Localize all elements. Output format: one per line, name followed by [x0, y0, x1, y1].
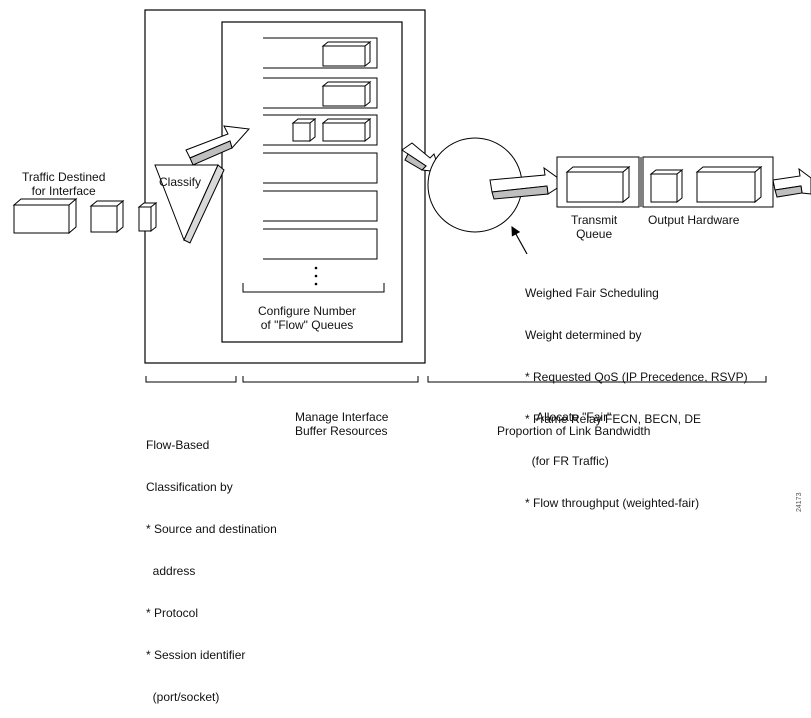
section-brackets: [145, 376, 767, 383]
transmit-queue-label: Transmit Queue: [571, 213, 617, 241]
wfs-line-4: * Frame Relay FECN, BECN, DE: [525, 412, 702, 426]
wfq-diagram: [12, 9, 811, 383]
configure-label-line-2: of "Flow" Queues: [260, 318, 354, 332]
queue-to-scheduler-arrow: [401, 142, 441, 173]
more-queues-dots: [314, 266, 318, 286]
wfs-line-2: Weight determined by: [525, 328, 642, 342]
allocate-line-2: Proportion of Link Bandwidth: [497, 424, 651, 438]
classify-label: Classify: [159, 175, 202, 189]
flow-based-line-7: (port/socket): [146, 690, 220, 704]
classify-triangle: [154, 164, 225, 244]
figure-id: 24173: [796, 492, 803, 512]
flow-based-line-3: * Source and destination: [146, 522, 277, 536]
configure-label: Configure Number of "Flow" Queues: [258, 304, 356, 332]
transmit-queue-label-line-2: Queue: [576, 227, 613, 241]
incoming-packets: [12, 197, 158, 235]
transmit-queue-label-line-1: Transmit: [571, 213, 618, 227]
scheduler-to-transmit-arrow: [489, 166, 566, 200]
manage-line-2: Buffer Resources: [295, 424, 388, 438]
scheduler-pointer-arrow: [511, 225, 528, 255]
flow-based-line-5: * Protocol: [146, 606, 199, 620]
flow-based-line-1: Flow-Based: [146, 438, 210, 452]
flow-based-line-4: address: [146, 564, 196, 578]
wfs-line-5: (for FR Traffic): [525, 454, 609, 468]
wfs-line-6: * Flow throughput (weighted-fair): [525, 496, 700, 510]
traffic-label: Traffic Destined for Interface: [22, 170, 105, 198]
queues-bracket: [242, 283, 385, 293]
traffic-label-line-1: Traffic Destined: [22, 170, 106, 184]
queued-packets: [291, 40, 372, 143]
wfs-line-1: Weighed Fair Scheduling: [525, 286, 659, 300]
wfs-line-3: * Requested QoS (IP Precedence, RSVP): [525, 370, 748, 384]
flow-based-line-6: * Session identifier: [146, 648, 246, 662]
output-hardware-label: Output Hardware: [648, 213, 740, 227]
manage-description: Manage Interface Buffer Resources: [295, 410, 388, 438]
flow-based-line-2: Classification by: [146, 480, 233, 494]
output-hardware: [642, 156, 774, 208]
flow-based-description: Flow-Based Classification by * Source an…: [146, 410, 277, 718]
outgoing-arrow: [772, 167, 811, 198]
manage-line-1: Manage Interface: [295, 410, 389, 424]
configure-label-line-1: Configure Number: [258, 304, 357, 318]
classify-to-queue-arrow: [185, 125, 251, 166]
allocate-line-1: Allocate "Fair": [536, 410, 612, 424]
allocate-description: Allocate "Fair" Proportion of Link Bandw…: [497, 410, 650, 438]
transmit-queue: [556, 156, 640, 208]
flow-queue-panel: [221, 21, 403, 343]
traffic-label-line-2: for Interface: [31, 184, 96, 198]
wfs-description: Weighed Fair Scheduling Weight determine…: [525, 258, 748, 524]
flow-queues: [263, 37, 378, 260]
